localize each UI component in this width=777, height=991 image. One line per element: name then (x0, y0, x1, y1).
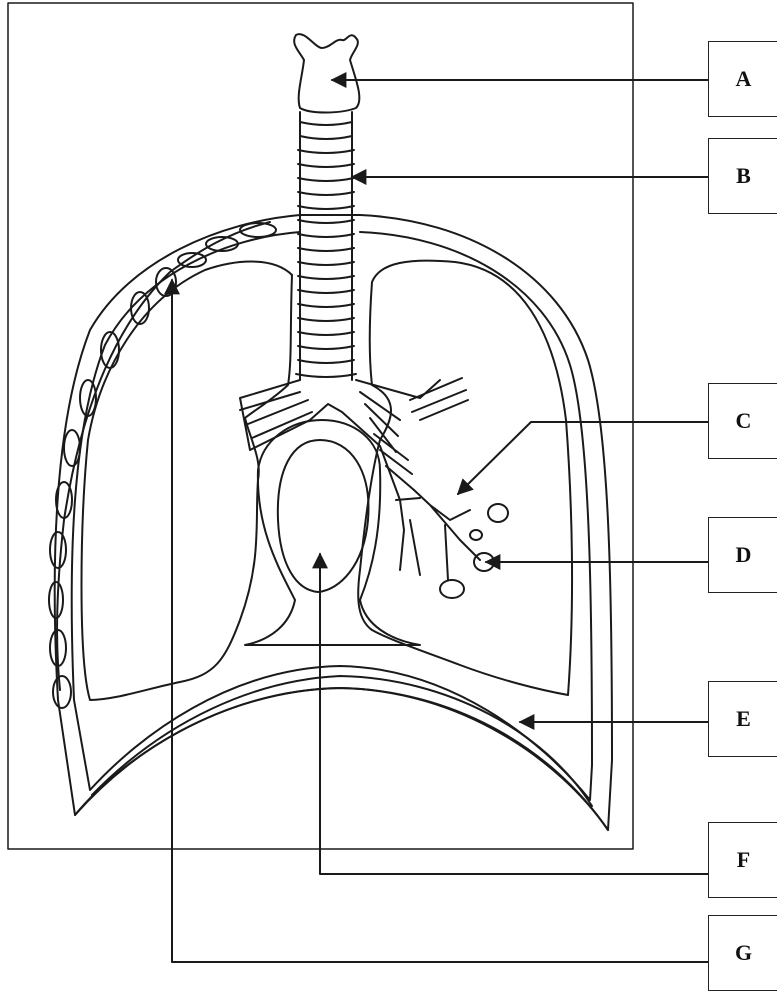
right-lung (82, 262, 293, 700)
label-a: A (708, 41, 777, 117)
alveoli (440, 504, 508, 598)
label-d: D (708, 517, 777, 593)
pointer-c (458, 422, 708, 494)
label-b: B (708, 138, 777, 214)
pointer-f (320, 554, 708, 874)
diaphragm (75, 688, 608, 830)
label-g: G (708, 915, 777, 991)
left-lung (358, 261, 572, 695)
bronchi (240, 378, 480, 580)
larynx (294, 34, 359, 112)
pointer-g (172, 280, 708, 962)
heart (278, 440, 369, 592)
pleural-lining (72, 232, 592, 800)
label-e: E (708, 681, 777, 757)
label-c: C (708, 383, 777, 459)
trachea (296, 112, 356, 380)
label-f: F (708, 822, 777, 898)
mediastinum (245, 420, 420, 645)
